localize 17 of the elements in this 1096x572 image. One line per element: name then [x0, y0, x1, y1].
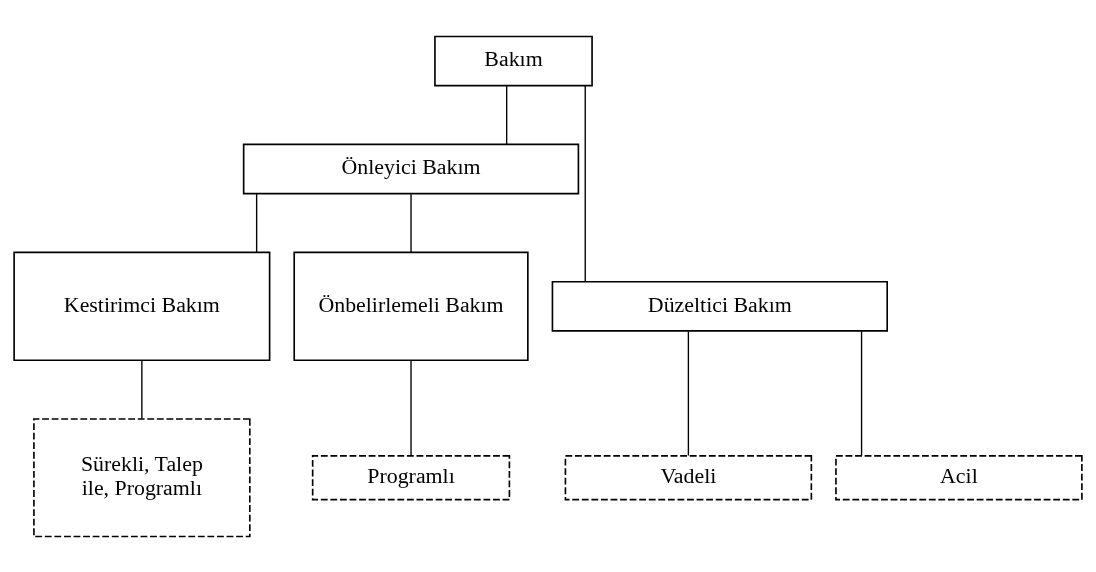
connector — [506, 84, 508, 145]
connector — [255, 193, 258, 253]
node-box: Vadeli — [564, 454, 813, 500]
node-box: Önleyici Bakım — [242, 143, 580, 194]
node-box: Sürekli, Talep ile, Programlı — [33, 417, 251, 537]
connector — [584, 84, 586, 282]
connector — [860, 330, 863, 456]
node-box: Acil — [835, 454, 1083, 500]
connector — [410, 359, 412, 456]
connector — [141, 359, 143, 419]
connector — [687, 330, 690, 456]
node-box: Bakım — [434, 35, 593, 86]
node-box: Kestirimci Bakım — [13, 251, 271, 361]
connector — [410, 193, 412, 253]
node-box: Önbelirlemeli Bakım — [293, 251, 529, 361]
node-box: Düzeltici Bakım — [551, 280, 888, 332]
node-box: Programlı — [311, 454, 511, 500]
